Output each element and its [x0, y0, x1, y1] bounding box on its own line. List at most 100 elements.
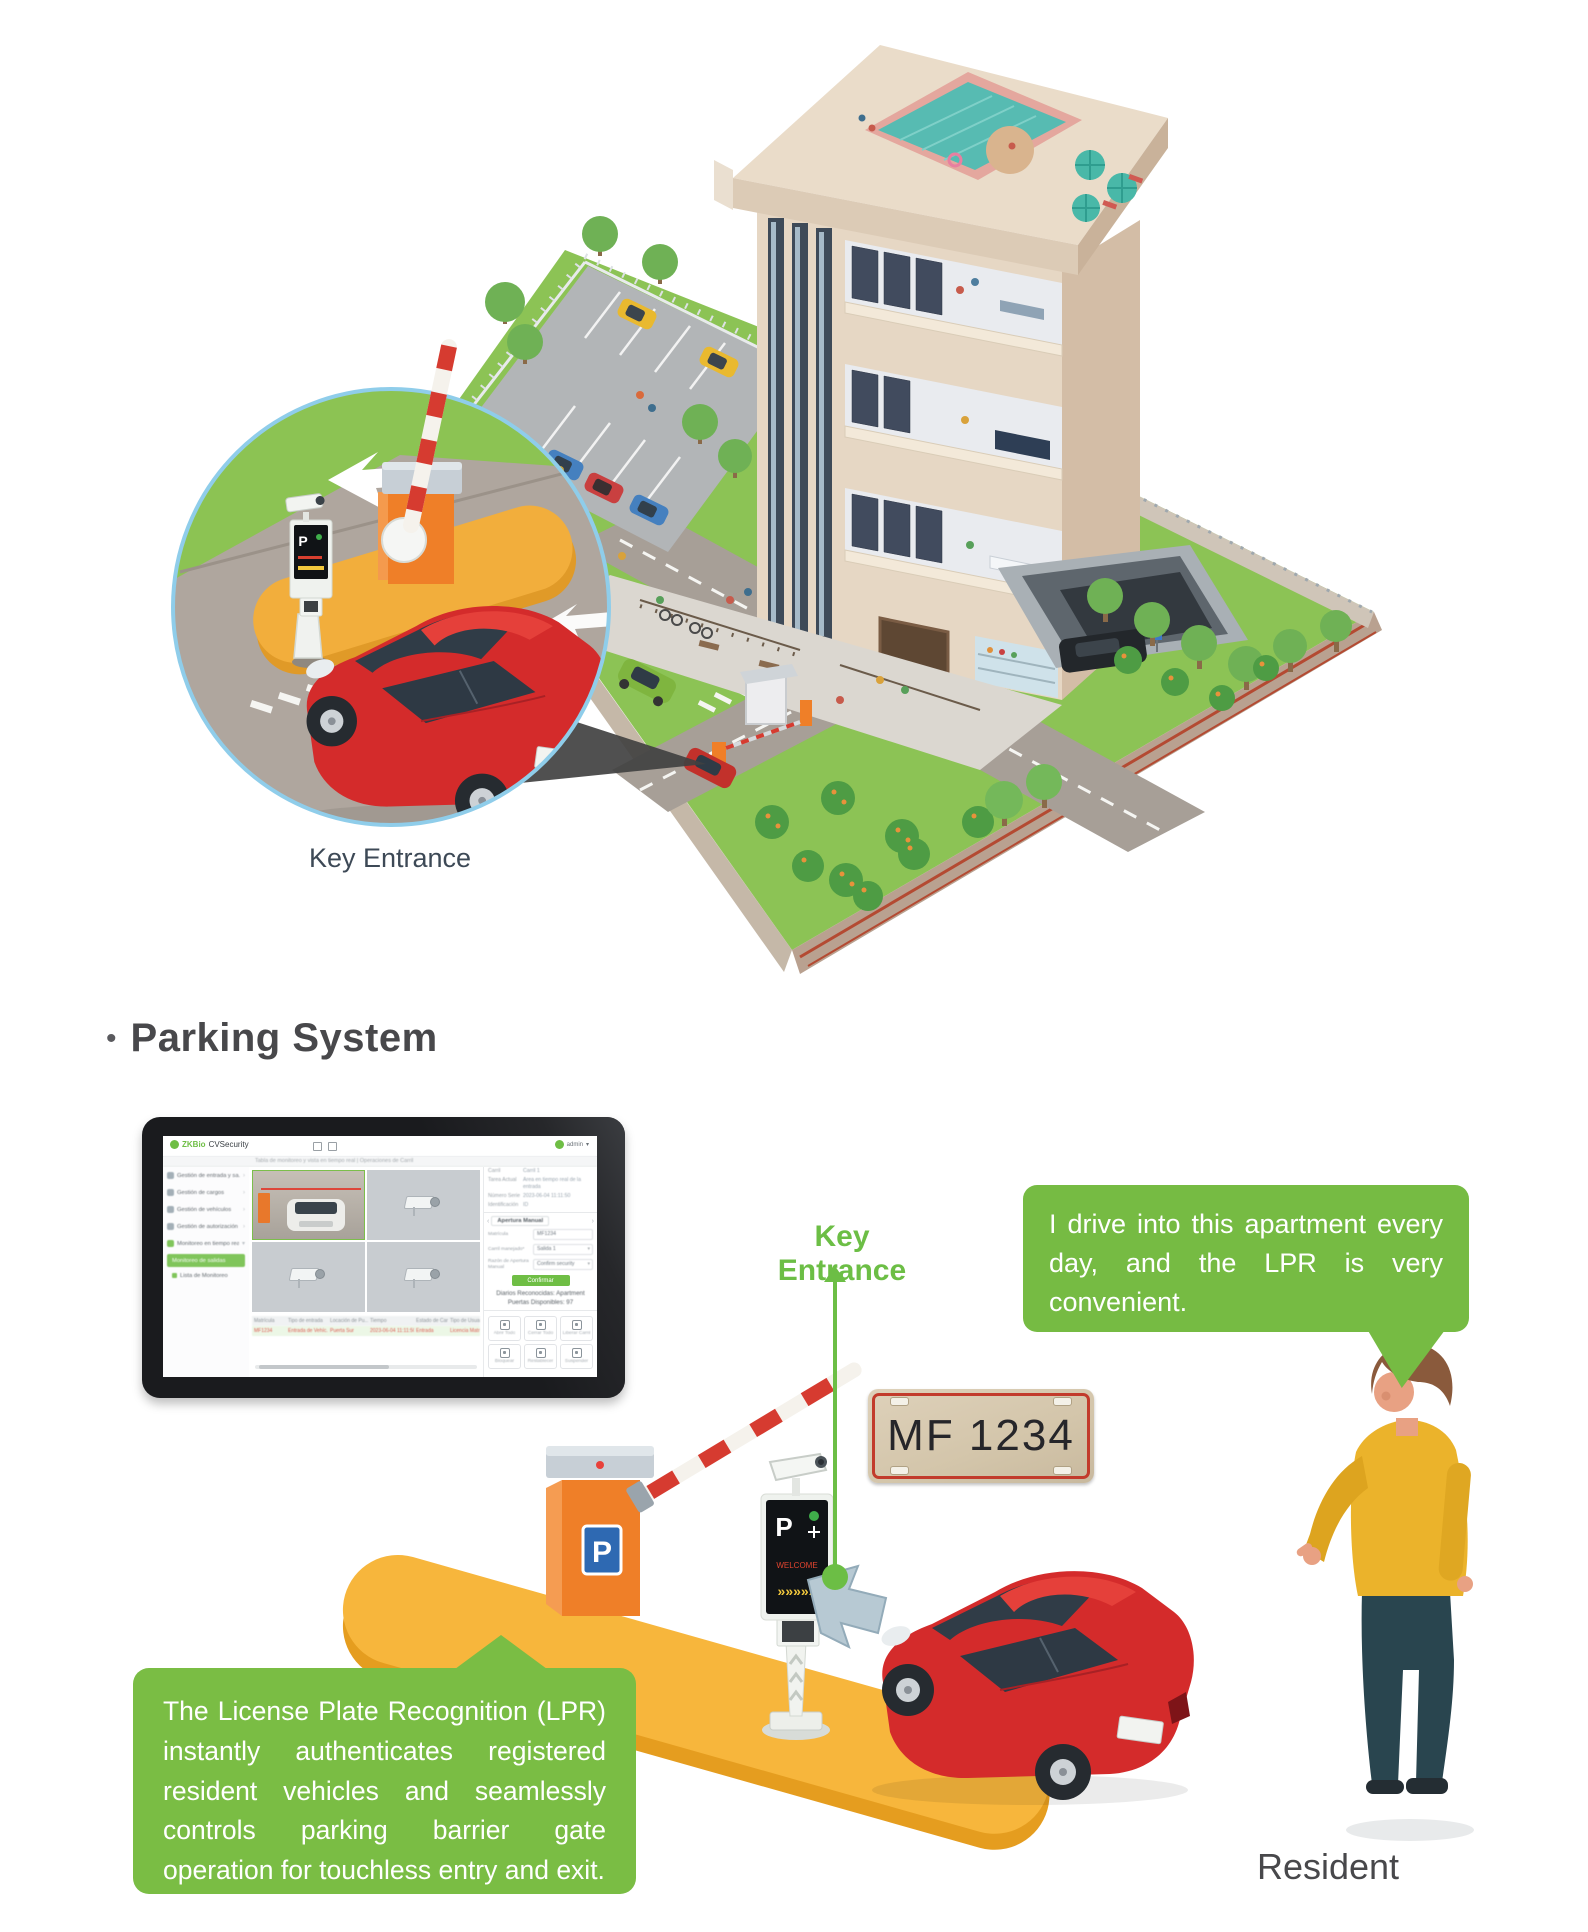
layout-icon[interactable] [313, 1142, 322, 1151]
feed-white-car [287, 1199, 345, 1231]
chevron-right-icon: › [243, 1223, 245, 1230]
umbrellas [1072, 150, 1144, 222]
menu-icon[interactable] [328, 1142, 337, 1151]
action-bloquear[interactable]: Bloquear [488, 1343, 521, 1369]
lpr-callout-box: The License Plate Recognition (LPR) inst… [133, 1635, 636, 1894]
events-table-header: Matrícula Tipo de entrada Locación de Pu… [252, 1316, 480, 1326]
bubble-text: I drive into this apartment every day, a… [1049, 1209, 1443, 1318]
license-plate: MF 1234 [868, 1389, 1094, 1483]
admin-label: admin [566, 1141, 583, 1148]
campus-illustration: P [171, 45, 1382, 974]
module-icon [167, 1189, 174, 1196]
admin-menu[interactable]: admin ▾ [554, 1140, 589, 1149]
module-icon [167, 1206, 174, 1213]
display-p: P [775, 1512, 792, 1542]
feed-laser-line [261, 1188, 361, 1190]
action-liberar[interactable]: Liberar Carril [560, 1315, 593, 1341]
action-restablecer[interactable]: Restablecer [524, 1343, 557, 1369]
resident-person [1296, 1343, 1474, 1841]
action-icon [499, 1348, 510, 1359]
cutaway-floors [844, 240, 1063, 605]
razon-select[interactable]: Confirm security▾ [533, 1259, 593, 1271]
zkbio-logo: ZKBio CVSecurity [170, 1140, 249, 1149]
sidebar-item-cargos[interactable]: Gestión de cargos › [163, 1184, 249, 1201]
caret-down-icon: ▾ [587, 1246, 590, 1253]
sidebar-item-monitoreo[interactable]: Monitoreo en tiempo real ▾ [163, 1235, 249, 1252]
camera-icon [288, 1264, 328, 1290]
sidebar-item-autorizacion[interactable]: Gestión de autorización › [163, 1218, 249, 1235]
tab-nav-left[interactable]: ‹ [487, 1217, 490, 1225]
horizontal-scrollbar[interactable] [255, 1365, 477, 1369]
trees [485, 216, 752, 478]
camera-icon [403, 1192, 443, 1218]
sidebar-item-entrada[interactable]: Gestión de entrada y sa.. › [163, 1167, 249, 1184]
confirmar-button[interactable]: Confirmar [511, 1275, 570, 1287]
chevron-right-icon: › [243, 1172, 245, 1179]
caret-down-icon: ▾ [587, 1261, 590, 1268]
action-cerrar-todo[interactable]: Cerrar Todo [524, 1315, 557, 1341]
svg-text:P: P [298, 533, 307, 549]
caret-down-icon: ▾ [585, 1142, 589, 1148]
hero-caption: Key Entrance [308, 843, 472, 873]
tab-apertura-manual[interactable]: Apertura Manual [491, 1216, 550, 1227]
cvsecurity-app: ZKBio CVSecurity admin ▾ Tabla de monito… [163, 1136, 597, 1377]
underground-parking-ramp [998, 545, 1248, 673]
apartment-building [714, 45, 1168, 700]
display-red-text: WELCOME [776, 1561, 817, 1570]
barrier-cabinet: P [546, 1446, 654, 1616]
module-icon [167, 1223, 174, 1230]
pointer-line [833, 1282, 837, 1570]
scrollbar-thumb[interactable] [259, 1365, 389, 1369]
key-entrance-callout: P [171, 339, 611, 827]
camera-area: Matrícula Tipo de entrada Locación de Pu… [249, 1167, 483, 1377]
action-grid: Abrir Todo Cerrar Todo Liberar Carril Bl… [484, 1313, 597, 1372]
camera-tile[interactable] [252, 1242, 365, 1312]
action-abrir-todo[interactable]: Abrir Todo [488, 1315, 521, 1341]
rooftop [714, 45, 1168, 275]
camera-tile[interactable] [367, 1170, 480, 1240]
carril-select[interactable]: Salida 1▾ [533, 1244, 593, 1256]
action-suspender[interactable]: Suspender [560, 1343, 593, 1369]
server-racks [851, 245, 943, 564]
module-icon [167, 1172, 174, 1179]
p-sign: P [592, 1536, 612, 1569]
island [253, 505, 577, 675]
logo-prefix: ZKBio [182, 1140, 206, 1149]
chevron-right-icon: › [243, 1189, 245, 1196]
resident-label: Resident [1256, 1846, 1400, 1887]
action-icon [499, 1320, 510, 1331]
callout-ring [171, 387, 611, 827]
tree-rows [1087, 578, 1352, 711]
direction-arrow [328, 452, 432, 510]
orchard [755, 764, 1062, 911]
gate-scene: P P WELCOME »»»»» [342, 1343, 1474, 1850]
table-row[interactable]: MF1234 Entrada de Vehíc.. Puerta Sur 202… [252, 1326, 480, 1336]
summary-recognized: Diarios Reconocidas: Apartment [496, 1290, 585, 1298]
camera-tile[interactable] [367, 1242, 480, 1312]
chevron-right-icon: › [243, 1206, 245, 1213]
camera-feed-tile[interactable] [252, 1170, 365, 1240]
action-icon [571, 1320, 582, 1331]
callout-text: The License Plate Recognition (LPR) inst… [163, 1696, 606, 1885]
sidebar-subitem-monitoreo-salidas[interactable]: Monitoreo de salidas [167, 1254, 245, 1267]
entrance-booth [683, 664, 812, 789]
camera-icon [403, 1264, 443, 1290]
tab-nav-right[interactable]: › [591, 1217, 594, 1225]
arrow-up-icon [824, 1266, 846, 1282]
plaza [540, 575, 1062, 770]
bullet: • [106, 1021, 117, 1055]
tablet-device: ZKBio CVSecurity admin ▾ Tabla de monito… [142, 1117, 625, 1398]
feed-barrier-cabinet [258, 1193, 270, 1223]
sidebar-subitem-lista-monitoreo[interactable]: Lista de Monitoreo [167, 1269, 245, 1282]
avatar-icon [554, 1140, 564, 1149]
logo-suffix: CVSecurity [208, 1140, 249, 1149]
summary-doors: Puertas Disponibles: 97 [507, 1299, 574, 1307]
matricula-input[interactable]: MF1234 [533, 1229, 593, 1241]
barrier-arm [403, 339, 457, 534]
sidebar-item-vehiculos[interactable]: Gestión de vehículos › [163, 1201, 249, 1218]
camera-icon [768, 1452, 828, 1482]
app-topbar: ZKBio CVSecurity admin ▾ [163, 1136, 597, 1157]
display-arrows: »»»»» [778, 1583, 817, 1599]
